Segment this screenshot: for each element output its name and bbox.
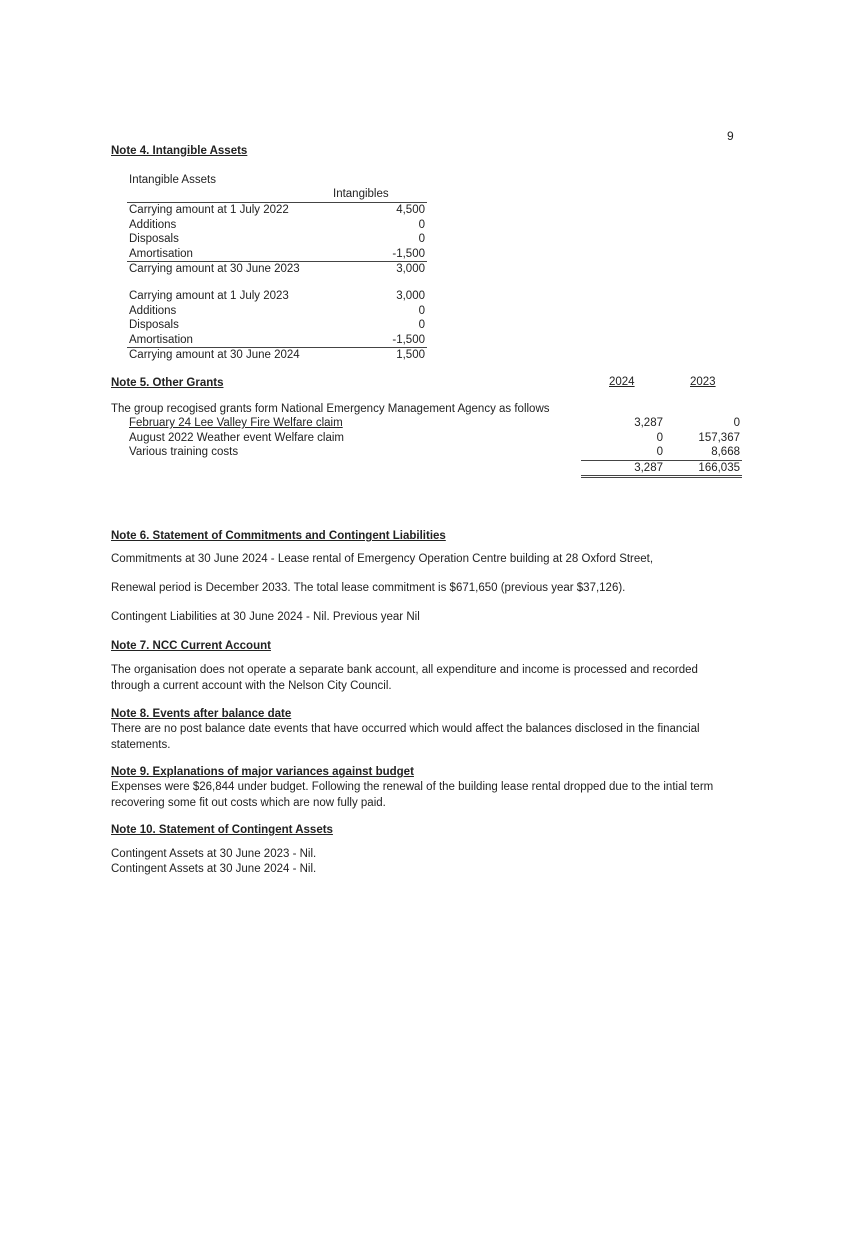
table-row: Disposals 0	[127, 232, 427, 247]
row-value-current: 3,287	[634, 417, 663, 429]
row-value-prior: 157,367	[698, 431, 740, 444]
note8-line2: statements.	[111, 739, 171, 751]
total-current: 3,287	[581, 459, 667, 478]
row-label: Additions	[129, 304, 177, 317]
page-number: 9	[727, 129, 734, 143]
row-label: Additions	[129, 218, 177, 231]
table-row: February 24 Lee Valley Fire Welfare clai…	[127, 416, 742, 431]
row-value: 0	[418, 304, 425, 317]
year-current-header: 2024	[609, 376, 635, 388]
table-row: Additions 0	[127, 304, 427, 319]
grants-table: February 24 Lee Valley Fire Welfare clai…	[127, 416, 742, 478]
note9-line2: recovering some fit out costs which are …	[111, 797, 386, 809]
table-total-row: 3,287 166,035	[127, 459, 742, 478]
row-value: 1,500	[396, 349, 425, 361]
intangibles-column-header: Intangibles	[333, 188, 389, 200]
total-prior: 166,035	[667, 459, 742, 478]
grants-intro: The group recogised grants form National…	[111, 403, 550, 415]
note10-line2: Contingent Assets at 30 June 2024 - Nil.	[111, 863, 317, 875]
note8-line1: There are no post balance date events th…	[111, 723, 700, 735]
row-value: -1,500	[386, 332, 427, 348]
row-value: 0	[418, 218, 425, 231]
row-label: Amortisation	[127, 246, 386, 262]
note10-line1: Contingent Assets at 30 June 2023 - Nil.	[111, 848, 317, 860]
row-value: 0	[418, 233, 425, 245]
row-label: Various training costs	[129, 446, 239, 459]
row-value: 3,000	[396, 290, 425, 302]
row-label: February 24 Lee Valley Fire Welfare clai…	[129, 417, 343, 429]
table-row: Additions 0	[127, 218, 427, 233]
note9-heading: Note 9. Explanations of major variances …	[111, 766, 414, 778]
table-row: Carrying amount at 30 June 2023 3,000	[127, 262, 427, 277]
table-row: Carrying amount at 30 June 2024 1,500	[127, 348, 427, 363]
row-label: Disposals	[129, 233, 179, 245]
table-row: Amortisation -1,500	[127, 246, 427, 262]
row-value-current: 0	[656, 446, 663, 458]
note6-contingent-liabilities: Contingent Liabilities at 30 June 2024 -…	[111, 611, 420, 623]
table-row: Amortisation -1,500	[127, 332, 427, 348]
row-value: 0	[418, 319, 425, 331]
row-label: Carrying amount at 1 July 2023	[129, 290, 289, 302]
table-row: Various training costs 0 8,668	[127, 445, 742, 460]
row-label: Carrying amount at 1 July 2022	[127, 202, 386, 218]
table-row: August 2022 Weather event Welfare claim …	[127, 431, 742, 446]
row-label: Carrying amount at 30 June 2023	[129, 263, 300, 275]
row-label: Amortisation	[127, 332, 386, 348]
intangibles-table-2023: Carrying amount at 1 July 2022 4,500 Add…	[127, 202, 427, 277]
table-row: Disposals 0	[127, 318, 427, 333]
note4-heading: Note 4. Intangible Assets	[111, 145, 248, 157]
intangible-assets-subtitle: Intangible Assets	[129, 174, 216, 186]
row-value-prior: 8,668	[711, 446, 740, 458]
note9-line1: Expenses were $26,844 under budget. Foll…	[111, 781, 714, 793]
note7-line1: The organisation does not operate a sepa…	[111, 664, 698, 676]
row-value: 3,000	[396, 263, 425, 275]
row-value-prior: 0	[733, 417, 740, 429]
year-prior-header: 2023	[690, 376, 716, 388]
intangibles-table-2024: Carrying amount at 1 July 2023 3,000 Add…	[127, 289, 427, 363]
note8-heading: Note 8. Events after balance date	[111, 708, 292, 720]
note6-commitments: Commitments at 30 June 2024 - Lease rent…	[111, 553, 654, 565]
row-label: Carrying amount at 30 June 2024	[129, 349, 300, 361]
note6-heading: Note 6. Statement of Commitments and Con…	[111, 530, 446, 542]
total-label-cell	[127, 460, 581, 477]
row-value: 4,500	[386, 202, 427, 218]
row-value-current: 0	[656, 431, 663, 444]
note6-renewal: Renewal period is December 2033. The tot…	[111, 582, 626, 594]
table-row: Carrying amount at 1 July 2023 3,000	[127, 289, 427, 304]
note5-heading: Note 5. Other Grants	[111, 377, 224, 389]
row-label: Disposals	[129, 319, 179, 331]
note10-heading: Note 10. Statement of Contingent Assets	[111, 824, 333, 836]
row-value: -1,500	[386, 246, 427, 262]
table-row: Carrying amount at 1 July 2022 4,500	[127, 202, 427, 218]
note7-heading: Note 7. NCC Current Account	[111, 640, 271, 652]
row-label: August 2022 Weather event Welfare claim	[129, 431, 344, 444]
note7-line2: through a current account with the Nelso…	[111, 680, 392, 692]
